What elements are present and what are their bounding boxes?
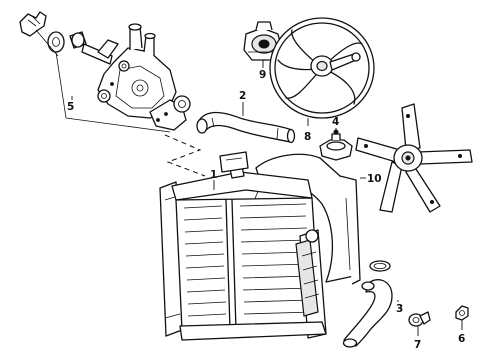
callout-lower-hose: 3 bbox=[396, 303, 403, 315]
callout-hose-clamp: 7 bbox=[414, 339, 421, 351]
callout-radiator: 1 bbox=[210, 169, 217, 181]
callout-water-pump: 5 bbox=[67, 101, 74, 113]
callout-thermostat-housing: 4 bbox=[332, 116, 339, 128]
lower-hose bbox=[342, 260, 393, 348]
callout-upper-hose: 2 bbox=[239, 90, 246, 102]
callout-drain-cock: 6 bbox=[458, 333, 465, 345]
electric-fan bbox=[269, 17, 375, 119]
upper-hose bbox=[196, 111, 296, 144]
water-pump-assembly bbox=[19, 11, 191, 133]
radiator bbox=[159, 151, 327, 341]
callout-fan-shroud: 10 bbox=[367, 173, 382, 185]
callout-electric-fan: 8 bbox=[304, 131, 311, 143]
pump-to-radiator-dash bbox=[164, 134, 206, 177]
mechanical-fan bbox=[355, 103, 473, 213]
callout-thermostat: 9 bbox=[259, 69, 266, 81]
hose-clamp bbox=[408, 311, 431, 327]
thermostat-housing bbox=[319, 129, 353, 161]
drain-cock bbox=[455, 305, 469, 321]
